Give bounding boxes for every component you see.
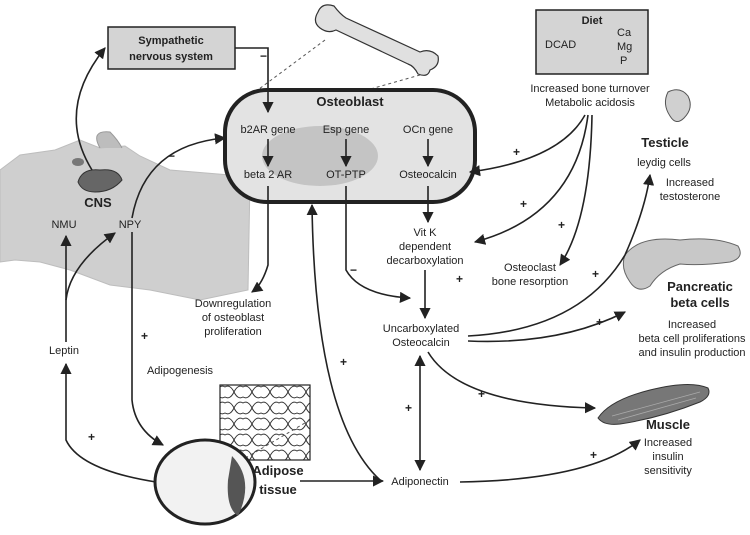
testicle-icon [664, 89, 691, 122]
edges [60, 47, 655, 487]
muscle-line1: Increased [644, 437, 692, 449]
edge-sns-to-b2ar [235, 47, 274, 114]
ocn-gene-label: OCn gene [403, 124, 453, 136]
esp-gene-label: Esp gene [323, 124, 369, 136]
adipose-tissue-illustration [153, 384, 311, 526]
cns-label: CNS [84, 195, 112, 210]
diet-effect-line1: Increased bone turnover [530, 83, 650, 95]
diet-item-ca: Ca [617, 27, 632, 39]
edge-otptp-to-uncarb [345, 186, 412, 303]
bone-icon [314, 4, 439, 76]
vitk-line1: Vit K [413, 227, 437, 239]
osteoblast-title: Osteoblast [316, 94, 384, 109]
pancreatic-line1: Increased [668, 319, 716, 331]
brain-icon [77, 169, 123, 193]
sign-diet-to-osteoclast: + [558, 218, 565, 232]
testicle-line1: leydig cells [637, 157, 691, 169]
edge-diet-to-osteocalcin [468, 114, 586, 177]
pancreatic-title-line2: beta cells [670, 295, 729, 310]
sign-adipose-to-leptin: + [88, 430, 95, 444]
muscle-title: Muscle [646, 417, 690, 432]
sign-sns-to-b2ar: − [260, 49, 267, 63]
osteoclast-line1: Osteoclast [504, 262, 556, 274]
edge-adiponectin-to-muscle [459, 439, 641, 483]
uncarb-line2: Osteocalcin [392, 337, 449, 349]
edge-adiponectin-to-osteoblast [306, 203, 381, 481]
adipose-label-line1: Adipose [252, 463, 303, 478]
edge-diet-to-vitk [473, 114, 589, 245]
sign-adiponectin-to-osteoblast: + [340, 355, 347, 369]
adiponectin-label: Adiponectin [391, 476, 449, 488]
diet-title: Diet [582, 15, 603, 27]
edge-leptin-to-npy [65, 232, 116, 301]
pancreatic-line2: beta cell proliferations [638, 333, 746, 345]
adipogenesis-label: Adipogenesis [147, 365, 214, 377]
bone-callout-lines [254, 39, 421, 93]
edge-uncarb-to-muscle [427, 351, 597, 414]
testicle-line2: Increased [666, 177, 714, 189]
sign-adiponectin-to-muscle: + [590, 448, 597, 462]
edge-diet-to-osteoclast [559, 114, 593, 266]
b2ar-gene-label: b2AR gene [240, 124, 295, 136]
muscle-icon [597, 384, 710, 425]
pancreas-icon [622, 238, 741, 290]
pancreatic-line3: and insulin production [638, 347, 745, 359]
diet-item-mg: Mg [617, 41, 632, 53]
sign-npy-to-adipose: + [141, 329, 148, 343]
osteoblast-cell [223, 88, 477, 204]
testicle-title: Testicle [641, 135, 688, 150]
edge-npy-to-adipose [131, 232, 164, 446]
sign-npy-to-osteoblast: − [168, 149, 175, 163]
muscle-line2: insulin [652, 451, 683, 463]
edge-npy-to-osteoblast [131, 133, 227, 219]
downregulation-line1: Downregulation [195, 298, 271, 310]
downregulation-line2: of osteoblast [202, 312, 264, 324]
diet-item-dcad: DCAD [545, 39, 576, 51]
adipose-label-line2: tissue [259, 482, 297, 497]
pancreatic-title-line1: Pancreatic [667, 279, 733, 294]
sign-uncarb-to-testicle: + [592, 267, 599, 281]
diet-box [535, 9, 649, 75]
sign-otptp-to-uncarb: − [350, 263, 357, 277]
npy-label: NPY [119, 219, 142, 231]
nmu-label: NMU [51, 219, 76, 231]
sign-uncarb-to-pancreas: + [596, 315, 603, 329]
diet-effect-line2: Metabolic acidosis [545, 97, 635, 109]
vitk-line2: dependent [399, 241, 451, 253]
sign-diet-to-osteocalcin: + [513, 145, 520, 159]
sign-uncarb-adiponectin: + [405, 401, 412, 415]
sign-osteoclast-to-uncarb: + [456, 272, 463, 286]
sign-diet-to-vitk: + [520, 197, 527, 211]
osteoclast-line2: bone resorption [492, 276, 568, 288]
downregulation-line3: proliferation [204, 326, 261, 338]
beta2ar-label: beta 2 AR [244, 169, 292, 181]
edge-adipose-to-leptin [60, 362, 157, 483]
sympathetic-label-line1: Sympathetic [138, 35, 203, 47]
otptp-label: OT-PTP [326, 169, 366, 181]
vitk-line3: decarboxylation [386, 255, 463, 267]
edge-cns-to-sns [75, 47, 106, 171]
sympathetic-box [107, 26, 236, 70]
edge-uncarb-to-pancreas [467, 311, 626, 343]
sign-uncarb-to-muscle: + [478, 387, 485, 401]
edge-uncarb-to-testicle [467, 173, 655, 337]
sympathetic-label-line2: nervous system [129, 51, 213, 63]
muscle-line3: sensitivity [644, 465, 692, 477]
osteocalcin-label: Osteocalcin [399, 169, 456, 181]
cow-head-illustration [0, 131, 251, 301]
edge-beta2ar-to-downregulation [251, 186, 269, 293]
uncarb-line1: Uncarboxylated [383, 323, 459, 335]
diet-item-p: P [620, 55, 627, 67]
testicle-line3: testosterone [660, 191, 721, 203]
leptin-label: Leptin [49, 345, 79, 357]
